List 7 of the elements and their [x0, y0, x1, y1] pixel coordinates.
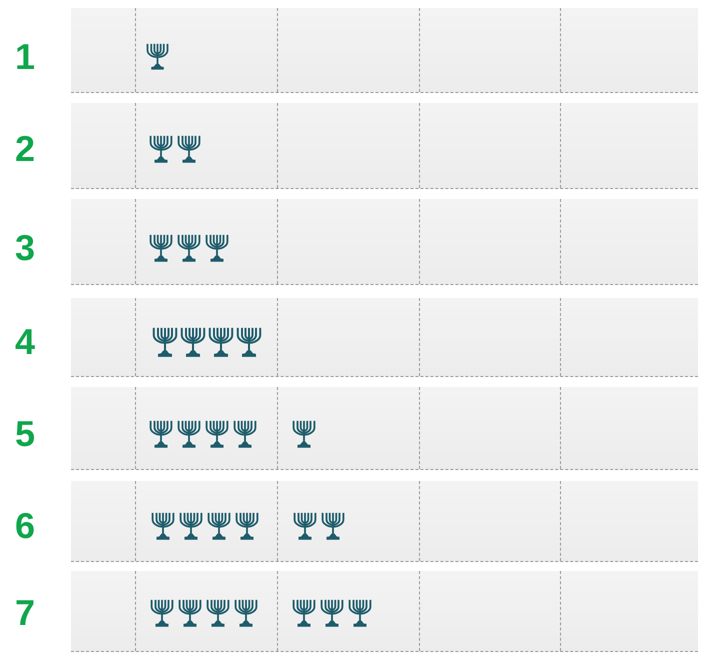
row-number: 7 [14, 593, 36, 634]
row-number: 2 [14, 129, 36, 170]
row-number: 3 [14, 228, 36, 268]
row-number: 5 [14, 414, 36, 454]
row-number: 4 [14, 322, 36, 362]
row-number: 1 [14, 36, 36, 77]
row-number: 6 [14, 506, 36, 546]
